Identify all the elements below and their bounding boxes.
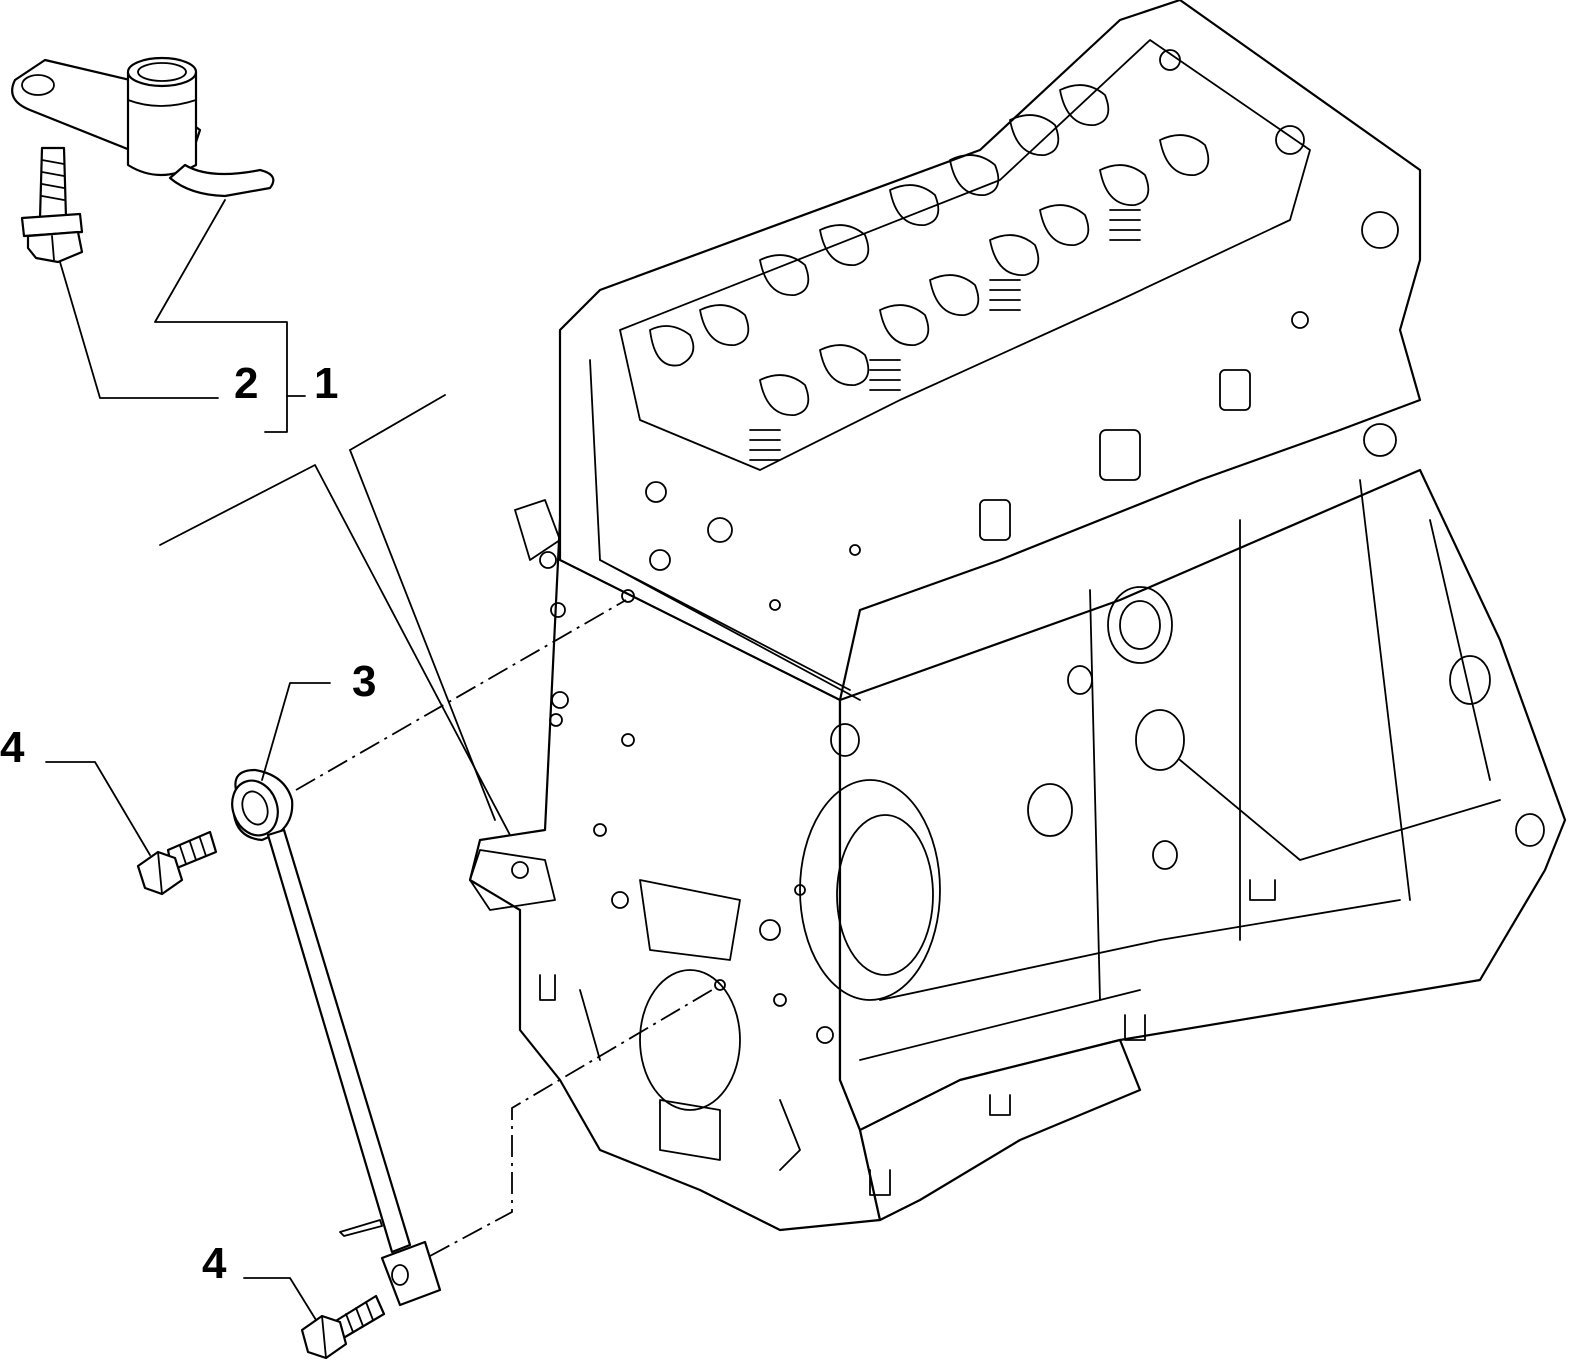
hex-bolt-icon [136, 830, 218, 896]
flange-bolt-icon [20, 146, 84, 264]
oil-jet-nozzle-icon [11, 56, 275, 198]
callout-labels: 1 2 3 4 4 [0, 359, 376, 1288]
leader-lines [45, 199, 713, 1321]
dipstick-tube-icon [231, 768, 442, 1307]
callout-2: 2 [234, 359, 258, 408]
engine-block-icon [468, 0, 1567, 1232]
callout-4-lower: 4 [202, 1239, 227, 1288]
callout-3: 3 [352, 657, 376, 706]
callout-1: 1 [314, 359, 338, 408]
callout-4-upper: 4 [0, 723, 25, 772]
hex-bolt-icon [300, 1294, 386, 1360]
